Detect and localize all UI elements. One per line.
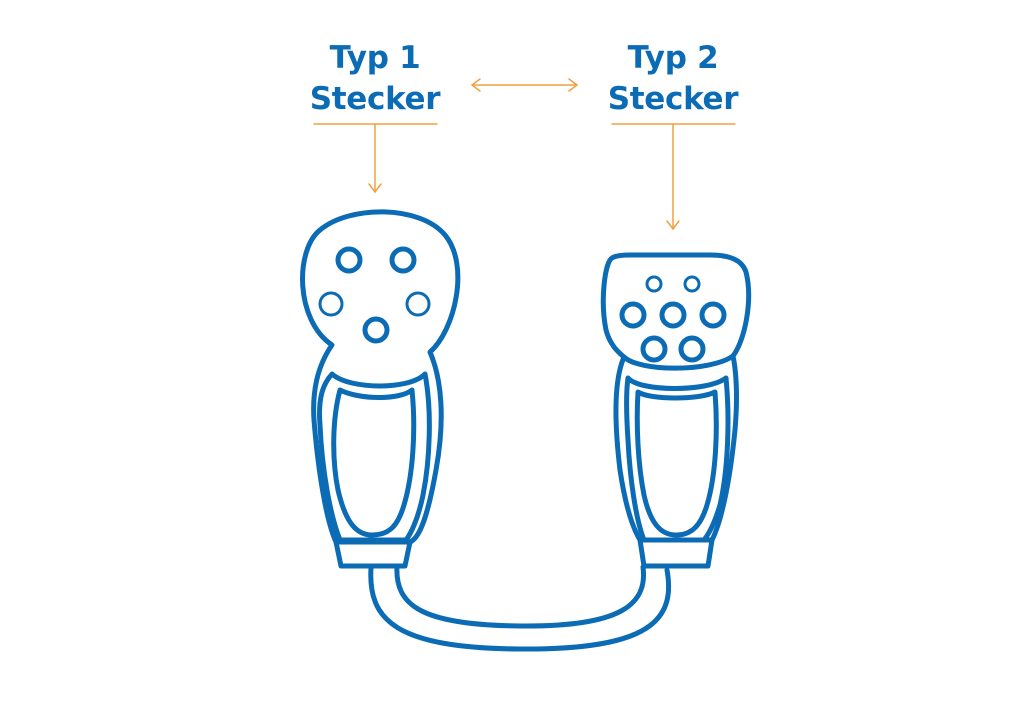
- typ1-grip-outline: [317, 371, 432, 543]
- typ2-pin: [645, 275, 663, 293]
- cable: [368, 565, 672, 652]
- cable-inner: [394, 563, 647, 629]
- typ2-face-outline: [621, 353, 736, 371]
- typ2-pin: [678, 335, 706, 363]
- typ2-grip-outline: [624, 375, 731, 543]
- typ2-plug-body: [600, 252, 752, 543]
- typ1-pin: [335, 246, 363, 274]
- double-arrow-right-head: [568, 78, 578, 92]
- typ2-boot: [637, 537, 715, 569]
- typ2-label-line1: Typ 2: [627, 40, 719, 76]
- typ1-pin: [405, 291, 431, 317]
- typ1-label-line1: Typ 1: [329, 40, 421, 76]
- typ2-label-line2: Stecker: [607, 81, 739, 117]
- typ1-label: Typ 1 Stecker: [300, 38, 450, 120]
- typ1-grip-inner: [331, 387, 417, 538]
- typ1-label-line2: Stecker: [309, 81, 441, 117]
- typ2-pin: [683, 275, 701, 293]
- typ1-pin: [318, 291, 344, 317]
- typ2-pin: [659, 301, 687, 329]
- typ1-pin: [362, 316, 390, 344]
- typ2-pointer-arrowhead: [666, 220, 680, 230]
- double-arrow-left-head: [471, 78, 481, 92]
- typ2-label: Typ 2 Stecker: [598, 38, 748, 120]
- typ1-plug-body: [300, 209, 461, 545]
- typ1-pin: [389, 246, 417, 274]
- typ2-pin: [699, 301, 727, 329]
- typ2-grip-inner: [634, 389, 719, 538]
- typ1-boot: [333, 539, 413, 569]
- typ2-pin: [640, 335, 668, 363]
- typ2-pin: [619, 301, 647, 329]
- typ1-pointer-arrowhead: [368, 183, 382, 193]
